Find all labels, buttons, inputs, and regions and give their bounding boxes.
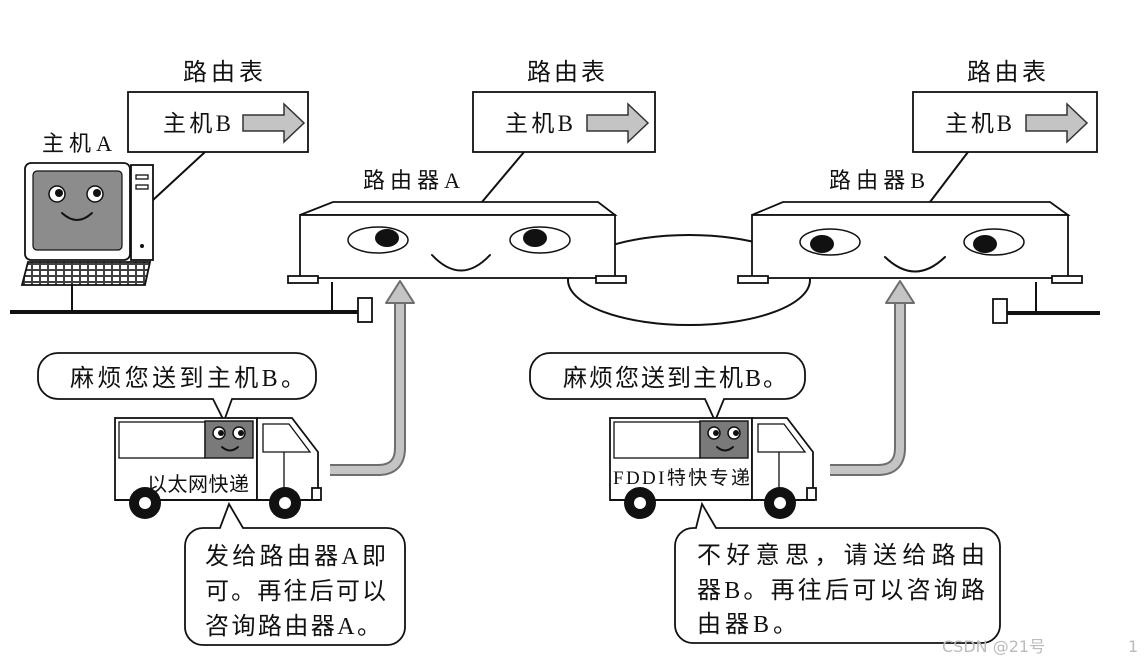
request-text: 麻烦您送到主机B。	[70, 365, 305, 392]
pupil	[238, 430, 244, 436]
forward-arrow-shaft	[830, 302, 904, 474]
ethernet-segment-left	[10, 282, 373, 323]
routing-table-entry: 主机B	[505, 111, 573, 136]
router-top-face	[299, 201, 618, 216]
truck-face-box	[204, 420, 254, 459]
routing-table-host-a: 路由表 主机B	[127, 59, 309, 201]
truck-cab-window	[757, 423, 807, 453]
keyboard	[20, 261, 152, 286]
ethernet-terminator	[992, 298, 1008, 324]
router-foot	[1051, 275, 1083, 284]
smile	[61, 212, 93, 221]
truck-wheel-hub	[634, 497, 646, 509]
forward-arrow-shaft	[330, 302, 404, 474]
router-icon: 路由器B	[737, 168, 1083, 284]
drive-slot	[135, 174, 149, 180]
truck-wheel-hub	[774, 497, 786, 509]
routing-table-title: 路由表	[183, 59, 263, 86]
truck-icon: FDDI特快专递	[609, 417, 817, 519]
smile	[884, 256, 946, 273]
truck-cab-window	[262, 423, 312, 453]
routing-table-connector	[481, 151, 525, 203]
truck-wheel-hub	[279, 497, 291, 509]
pupil	[55, 189, 63, 197]
truck-cargo-window	[118, 421, 206, 459]
monitor-screen	[32, 170, 123, 251]
router-a-label: 路由器A	[363, 168, 460, 193]
smile	[716, 446, 734, 452]
truck-icon: 以太网快递	[114, 417, 322, 519]
routing-table-connector	[152, 151, 206, 201]
pupil	[93, 189, 101, 197]
routing-table-title: 路由表	[527, 59, 605, 86]
forward-arrow-head	[385, 280, 415, 304]
pupil	[973, 235, 997, 253]
router-b-label: 路由器B	[829, 168, 925, 193]
truck-cargo-window	[613, 421, 701, 459]
pupil	[810, 235, 834, 253]
truck-face-box	[699, 420, 749, 459]
routing-table-router-b: 路由表 主机B	[912, 59, 1098, 203]
truck-label: 以太网快递	[147, 473, 249, 496]
routing-table-title: 路由表	[967, 59, 1046, 86]
router-icon: 路由器A	[287, 168, 627, 284]
reply-speech-bubble	[184, 501, 406, 646]
reply-line: 器B。再往后可以咨询路	[697, 577, 985, 604]
routing-table-connector	[929, 151, 969, 203]
forward-arrow-head	[885, 280, 915, 304]
router-foot	[595, 275, 627, 284]
request-speech-bubble	[37, 352, 317, 424]
forward-arrow-shaft-outline	[830, 302, 906, 476]
arrow-up-icon	[330, 280, 415, 476]
truck-bumper	[311, 487, 322, 501]
truck-wheel-hub	[139, 497, 151, 509]
computer-icon: 主机A	[20, 131, 154, 286]
reply-line: 发给路由器A即	[205, 543, 386, 570]
reply-line: 由器B。	[697, 611, 797, 638]
router-foot	[287, 275, 319, 284]
pupil	[713, 430, 719, 436]
truck-label: FDDI特快专递	[613, 467, 750, 489]
delivery-fddi: 麻烦您送到主机B。 FDDI特快专递 不好意思，请送给路由 器B。再往后可以咨询…	[529, 352, 1001, 644]
routing-table-router-a: 路由表 主机B	[472, 59, 656, 203]
request-speech-bubble	[529, 352, 806, 424]
smile	[221, 446, 239, 452]
reply-line: 可。再往后可以	[205, 578, 386, 605]
fddi-ring	[567, 234, 811, 326]
router-front-face	[299, 214, 616, 279]
arrow-right-icon	[1025, 102, 1089, 144]
pupil	[733, 430, 739, 436]
drive-slot	[135, 184, 149, 190]
watermark-page-number: 1	[1128, 637, 1138, 656]
arrow-up-icon	[830, 280, 915, 476]
routing-table-entry: 主机B	[163, 111, 231, 136]
routing-table-entry: 主机B	[945, 111, 1012, 136]
forward-arrow-shaft-outline	[330, 302, 406, 476]
power-button	[140, 244, 144, 248]
watermark-text: CSDN @21号	[942, 637, 1045, 656]
ethernet-terminator	[357, 297, 373, 323]
delivery-ethernet: 麻烦您送到主机B。 以太网快递 发给路由器A即 可。再往后可以 咨询路由器A。	[37, 352, 406, 646]
pupil	[218, 430, 224, 436]
host-label: 主机A	[42, 131, 112, 156]
pupil	[375, 229, 399, 247]
reply-speech-bubble	[674, 501, 1001, 644]
smile	[431, 254, 491, 272]
request-text: 麻烦您送到主机B。	[563, 365, 787, 392]
arrow-right-icon	[242, 102, 306, 144]
pupil	[523, 229, 547, 247]
reply-line: 咨询路由器A。	[205, 613, 381, 640]
router-foot	[737, 275, 769, 284]
arrow-right-icon	[586, 102, 650, 144]
ethernet-segment-right	[992, 282, 1100, 324]
truck-bumper	[806, 487, 817, 501]
router-top-face	[751, 201, 1071, 216]
